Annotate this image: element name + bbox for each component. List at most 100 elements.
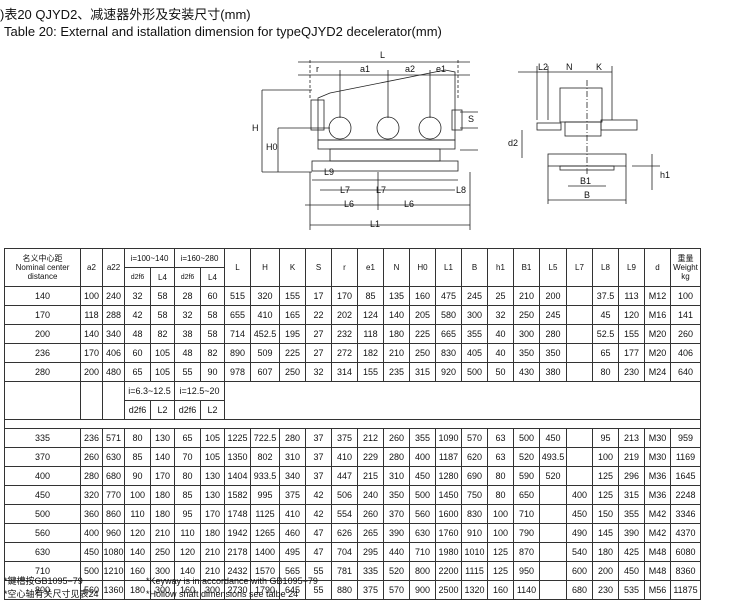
table-cell: 920 [435, 362, 462, 382]
table-cell: 195 [279, 324, 306, 344]
table-cell: 4370 [670, 523, 701, 543]
table-cell: 1404 [224, 466, 251, 486]
table-cell: 200 [539, 286, 567, 306]
header-col: L7 [566, 248, 593, 287]
table-cell [566, 286, 593, 306]
label-L8: L8 [456, 185, 466, 195]
table-cell: 265 [357, 523, 384, 543]
table-cell [539, 523, 567, 543]
table-cell: 80 [174, 466, 201, 486]
note-keyway-en: *Keyway is in accordance with GB1095−79 [146, 576, 318, 586]
table-cell: 375 [279, 485, 306, 505]
table-cell: 32 [305, 362, 332, 382]
table-cell: 1090 [435, 428, 462, 448]
table-cell: 650 [513, 485, 540, 505]
table-cell: 880 [331, 580, 358, 600]
table-cell: 95 [592, 428, 619, 448]
table-cell: 124 [357, 305, 384, 325]
notes-cn: *鍵槽按GB1095−79 *空心轴有关尺寸见表24 [4, 575, 99, 601]
table-cell: 140 [124, 542, 151, 562]
table-cell: 272 [331, 343, 358, 363]
table-cell: 335 [357, 561, 384, 581]
table-cell: 170 [4, 305, 81, 325]
table-cell: 380 [539, 362, 567, 382]
table-cell: 630 [102, 447, 125, 467]
table-cell: 630 [409, 523, 436, 543]
table-cell: 212 [357, 428, 384, 448]
table-cell: 260 [357, 504, 384, 524]
table-cell: 370 [4, 447, 81, 467]
table-cell: 590 [513, 466, 540, 486]
table-cell: 32 [487, 305, 514, 325]
table-cell [539, 561, 567, 581]
table-cell: 250 [279, 362, 306, 382]
table-cell: 90 [124, 466, 151, 486]
table-cell: 100 [124, 485, 151, 505]
table-cell: 509 [250, 343, 280, 363]
header-d2f6: d2f6 [124, 267, 151, 287]
table-cell: 860 [102, 504, 125, 524]
table-cell: 475 [435, 286, 462, 306]
table-cell: 42 [124, 305, 151, 325]
table-cell: 180 [150, 485, 175, 505]
table-cell: 2248 [670, 485, 701, 505]
table-cell: 722.5 [250, 428, 280, 448]
table-cell: 995 [250, 485, 280, 505]
table-cell: 230 [618, 362, 645, 382]
table-cell: M48 [644, 561, 671, 581]
table-cell: 400 [80, 523, 103, 543]
table-cell: 1760 [435, 523, 462, 543]
header-L4: L4 [150, 267, 175, 287]
table-cell: 85 [357, 286, 384, 306]
label-L7b: L7 [376, 185, 386, 195]
table-cell: 100 [487, 523, 514, 543]
table-cell: 450 [4, 485, 81, 505]
table-cell: 640 [670, 362, 701, 382]
header-d2f6: d2f6 [174, 267, 201, 287]
table-cell: 135 [383, 286, 410, 306]
table-cell: 155 [618, 324, 645, 344]
table-cell: 58 [150, 286, 175, 306]
table-cell: 410 [279, 504, 306, 524]
table-cell: 47 [305, 542, 332, 562]
table-cell: 390 [618, 523, 645, 543]
table-cell: 170 [80, 343, 103, 363]
table-cell: 500 [409, 485, 436, 505]
table-cell: 85 [124, 447, 151, 467]
table-cell: 350 [383, 485, 410, 505]
table-cell: 425 [618, 542, 645, 562]
table-cell: 560 [409, 504, 436, 524]
table-cell: 42 [305, 504, 332, 524]
table-cell: 125 [592, 466, 619, 486]
table-cell: 65 [592, 343, 619, 363]
header-ratio-low: i=100~140 [124, 248, 175, 268]
table-cell: 229 [357, 447, 384, 467]
table-cell: M36 [644, 466, 671, 486]
table-cell [566, 466, 593, 486]
table-cell: 200 [4, 324, 81, 344]
table-cell: 250 [513, 305, 540, 325]
table-cell: 1350 [224, 447, 251, 467]
table-cell: 1582 [224, 485, 251, 505]
table-cell: 1790 [250, 580, 280, 600]
table-cell [566, 305, 593, 325]
table-cell: 160 [487, 580, 514, 600]
header-col: r [331, 248, 358, 287]
table-cell: 3346 [670, 504, 701, 524]
table-cell: 80 [487, 466, 514, 486]
table-cell: 155 [357, 362, 384, 382]
table-cell: 335 [4, 428, 81, 448]
table-cell: 105 [200, 447, 225, 467]
table-cell: 1210 [102, 561, 125, 581]
note-hollow-en: *Hollow shaft dimensions see talbe 24 [146, 589, 299, 599]
table-cell: 17 [305, 286, 332, 306]
table-cell: 1265 [250, 523, 280, 543]
table-cell: 370 [383, 504, 410, 524]
label-H0: H0 [266, 142, 278, 152]
table-cell: M30 [644, 447, 671, 467]
table-cell: 1125 [250, 504, 280, 524]
